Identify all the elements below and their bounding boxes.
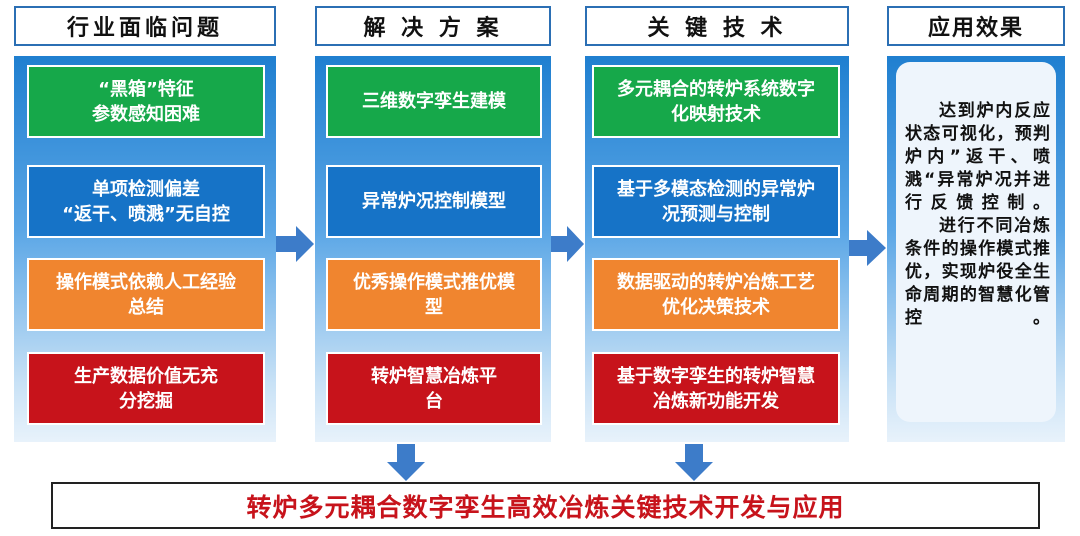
technology-box-3: 数据驱动的转炉冶炼工艺 优化决策技术 [592,258,840,331]
solution-box-3: 优秀操作模式推优模 型 [326,258,542,331]
technology-box-1: 多元耦合的转炉系统数字 化映射技术 [592,65,840,138]
header-solutions: 解 决 方 案 [315,6,551,46]
problem-box-2: 单项检测偏差 “返干、喷溅”无自控 [27,165,265,238]
technology-box-4: 基于数字孪生的转炉智慧 冶炼新功能开发 [592,352,840,425]
header-key-technologies: 关 键 技 术 [585,6,849,46]
solution-box-1: 三维数字孪生建模 [326,65,542,138]
header-application-effects: 应用效果 [887,6,1065,46]
solution-box-4: 转炉智慧冶炼平 台 [326,352,542,425]
problem-box-4: 生产数据价值无充 分挖掘 [27,352,265,425]
effect-description: 达到炉内反应状态可视化，预判炉内”返干、喷溅“异常炉况并进行反馈控制。 进行不同… [905,100,1051,330]
solution-box-2: 异常炉况控制模型 [326,165,542,238]
bottom-title: 转炉多元耦合数字孪生高效冶炼关键技术开发与应用 [51,482,1040,529]
right-arrow-icon [849,230,886,266]
down-arrow-icon [387,444,425,481]
down-arrow-icon [675,444,713,481]
effect-paragraph-2: 进行不同冶炼条件的操作模式推优，实现炉役全生命周期的智慧化管控。 [905,216,1051,328]
header-industry-problems: 行业面临问题 [14,6,276,46]
problem-box-1: “黑箱”特征 参数感知困难 [27,65,265,138]
technology-box-2: 基于多模态检测的异常炉 况预测与控制 [592,165,840,238]
problem-box-3: 操作模式依赖人工经验 总结 [27,258,265,331]
right-arrow-icon [551,226,584,262]
right-arrow-icon [276,226,314,262]
effect-panel [896,62,1056,422]
effect-paragraph-1: 达到炉内反应状态可视化，预判炉内”返干、喷溅“异常炉况并进行反馈控制。 [905,101,1051,213]
